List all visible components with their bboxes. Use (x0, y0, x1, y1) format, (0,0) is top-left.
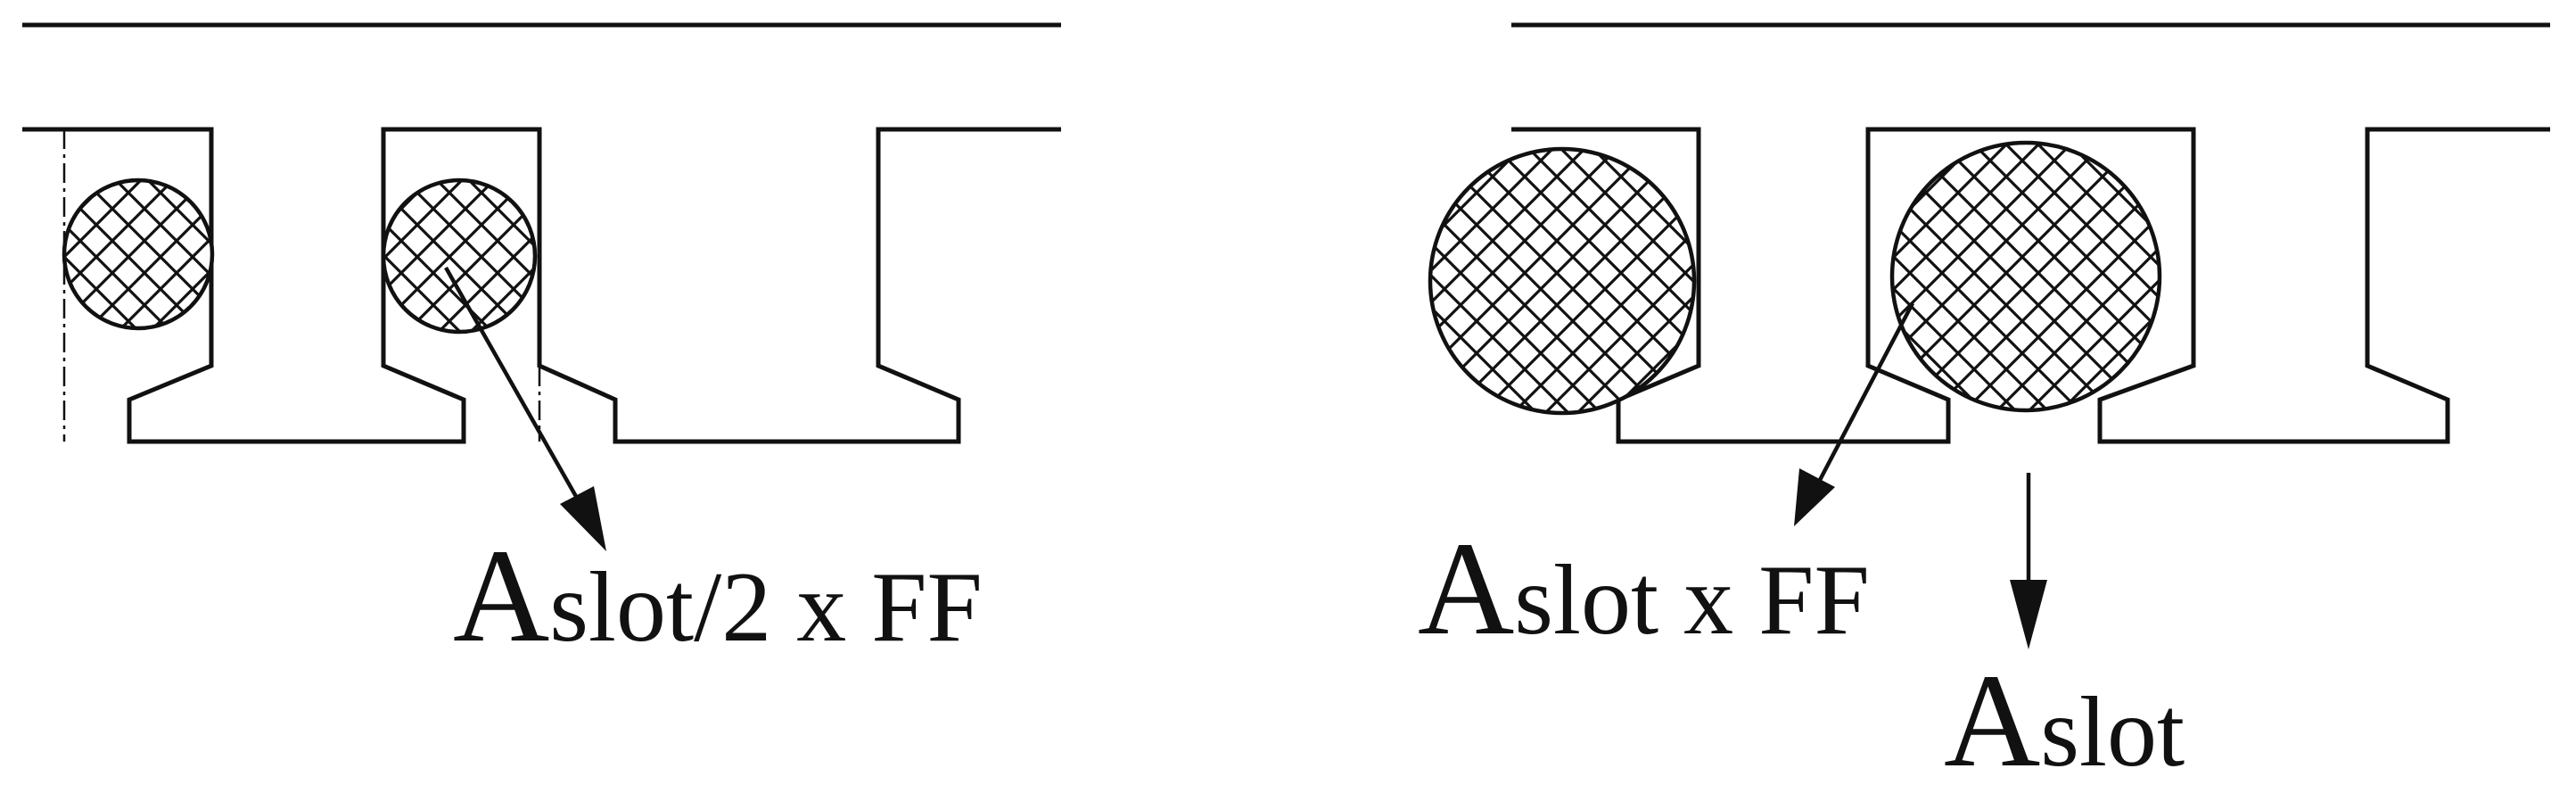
left-fill-factor-label: Aslot/2 x FF (453, 522, 983, 670)
left-stator-outline (22, 127, 1061, 444)
right-slot-area-label: Aslot (1944, 647, 2185, 785)
right-fill-factor-label: Aslot x FF (1418, 515, 1870, 663)
right-slot-pointer-arrow-head (2010, 580, 2047, 649)
right-ff-pointer-arrow-line (1817, 302, 1914, 483)
left-coil-conductor-2 (381, 178, 538, 335)
right-coil-conductor-2 (1889, 140, 2162, 413)
left-coil-conductor-1 (62, 178, 215, 331)
right-ff-pointer-arrow-head (1794, 468, 1835, 526)
right-panel: Aslot x FF Aslot (1418, 22, 2550, 785)
left-pointer-arrow-line (444, 266, 580, 501)
left-panel: Aslot/2 x FF (22, 22, 1061, 670)
left-pointer-arrow-head (560, 486, 606, 551)
right-coil-conductor-1 (1428, 146, 1697, 416)
